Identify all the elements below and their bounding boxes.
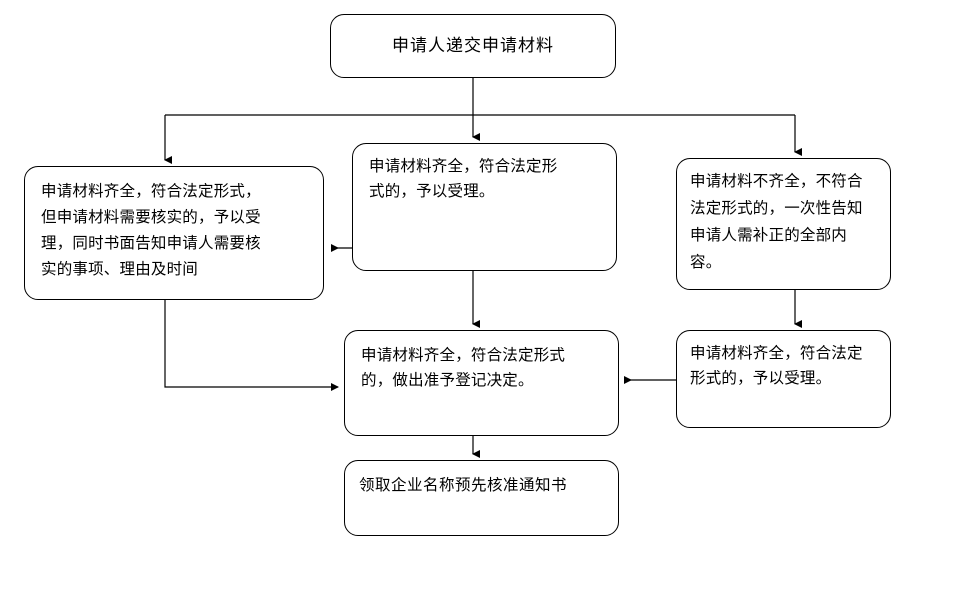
node-approve-registration[interactable]: 申请材料齐全，符合法定形式 的，做出准予登记决定。 [344, 330, 619, 436]
node-complete-needs-verification-label: 申请材料齐全，符合法定形式， 但申请材料需要核实的，予以受 理，同时书面告知申请… [41, 182, 261, 278]
node-corrected-accept-label: 申请材料齐全，符合法定 形式的，予以受理。 [690, 344, 863, 387]
node-complete-accept-label: 申请材料齐全，符合法定形 式的，予以受理。 [369, 157, 558, 200]
node-complete-needs-verification[interactable]: 申请材料齐全，符合法定形式， 但申请材料需要核实的，予以受 理，同时书面告知申请… [24, 166, 324, 300]
node-receive-notice-label: 领取企业名称预先核准通知书 [359, 476, 568, 494]
node-corrected-accept[interactable]: 申请材料齐全，符合法定 形式的，予以受理。 [676, 330, 891, 428]
node-complete-accept[interactable]: 申请材料齐全，符合法定形 式的，予以受理。 [352, 143, 617, 271]
node-submit-application-label: 申请人递交申请材料 [392, 35, 554, 56]
node-submit-application[interactable]: 申请人递交申请材料 [330, 14, 616, 78]
node-incomplete-notify[interactable]: 申请材料不齐全，不符合 法定形式的，一次性告知 申请人需补正的全部内 容。 [676, 158, 891, 290]
node-receive-notice[interactable]: 领取企业名称预先核准通知书 [344, 460, 619, 536]
edge-needs-verification-to-approve [164, 300, 339, 391]
node-incomplete-notify-label: 申请材料不齐全，不符合 法定形式的，一次性告知 申请人需补正的全部内 容。 [690, 172, 863, 271]
node-approve-registration-label: 申请材料齐全，符合法定形式 的，做出准予登记决定。 [361, 346, 566, 389]
